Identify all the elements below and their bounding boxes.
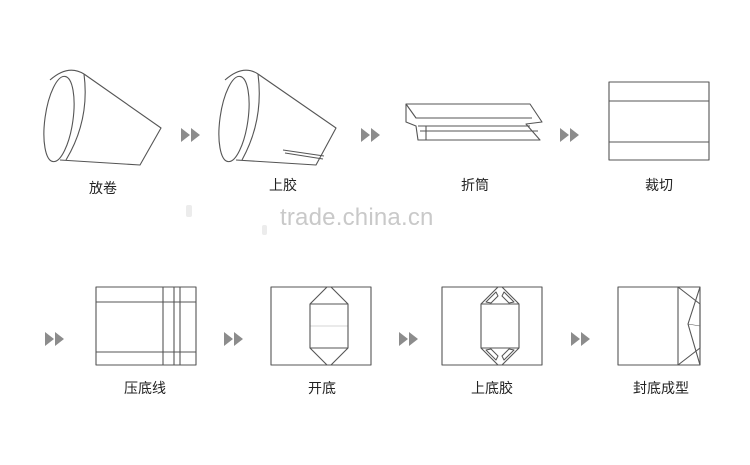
cut-sheet-illustration xyxy=(608,81,710,161)
sealed-bottom-illustration xyxy=(617,286,701,366)
watermark-smudge xyxy=(186,205,192,217)
arrow-right-icon xyxy=(224,332,243,346)
step-label-glue: 上胶 xyxy=(269,178,297,194)
step-label-fold-tube: 折筒 xyxy=(461,178,489,194)
bottom-glue-illustration xyxy=(441,286,543,366)
flow-arrows xyxy=(45,128,590,346)
folded-tube-illustration xyxy=(405,103,543,141)
step-label-open-bottom: 开底 xyxy=(308,381,336,397)
arrow-right-icon xyxy=(571,332,590,346)
arrow-right-icon xyxy=(45,332,64,346)
crease-sheet-illustration xyxy=(95,286,197,366)
step-label-unwind: 放卷 xyxy=(89,181,117,197)
arrow-right-icon xyxy=(399,332,418,346)
step-label-cut: 裁切 xyxy=(645,178,673,194)
arrow-right-icon xyxy=(560,128,579,142)
step-label-bottom-glue: 上底胶 xyxy=(471,381,513,397)
arrow-right-icon xyxy=(181,128,200,142)
watermark-text: trade.china.cn xyxy=(280,204,434,231)
step-label-crease: 压底线 xyxy=(124,381,166,397)
unwind-roll-illustration xyxy=(43,69,162,166)
step-label-seal-form: 封底成型 xyxy=(633,381,689,397)
arrow-right-icon xyxy=(361,128,380,142)
open-bottom-illustration xyxy=(270,286,372,366)
watermark-smudge xyxy=(262,225,267,235)
glue-roll-illustration xyxy=(218,69,337,166)
